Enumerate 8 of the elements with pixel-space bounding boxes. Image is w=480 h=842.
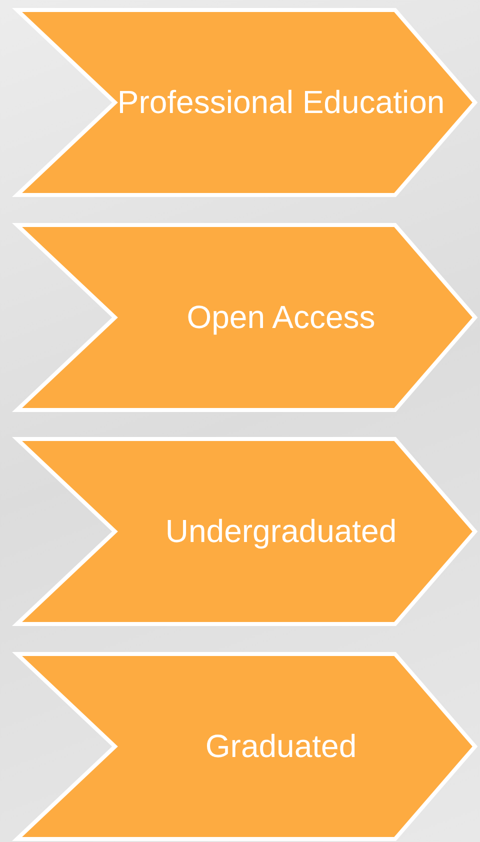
chevron-shape bbox=[12, 223, 478, 412]
step-label: Open Access bbox=[186, 299, 376, 336]
chevron-shape bbox=[12, 437, 478, 626]
step-label: Graduated bbox=[205, 728, 357, 765]
step-label: Undergraduated bbox=[165, 513, 397, 550]
step-label: Professional Education bbox=[117, 84, 445, 121]
chevron-shape bbox=[12, 652, 478, 841]
chevron-shape bbox=[12, 8, 478, 197]
